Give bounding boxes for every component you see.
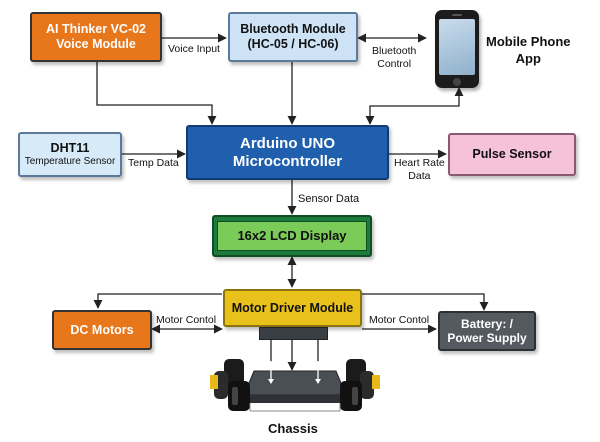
- bluetooth-control-label: Bluetooth Control: [372, 45, 417, 70]
- heart-rate-data-label: Heart Rate Data: [394, 157, 445, 182]
- wheel-right-front: [340, 381, 362, 411]
- voice-module-title: AI Thinker VC-02: [45, 22, 147, 36]
- bluetooth-module-block: Bluetooth Module (HC-05 / HC-06): [228, 12, 358, 62]
- arrow-voice-to-arduino: [96, 62, 217, 125]
- battery-block: Battery: / Power Supply: [438, 311, 536, 351]
- pulse-sensor-block: Pulse Sensor: [448, 133, 576, 176]
- mobile-phone-app-label: Mobile Phone App: [486, 34, 571, 66]
- sensor-data-label: Sensor Data: [298, 193, 360, 205]
- arduino-subtitle: Microcontroller: [232, 152, 343, 170]
- voice-module-subtitle: Voice Module: [56, 37, 136, 51]
- arrow-phone-arduino: [365, 87, 464, 125]
- battery-title: Battery: /: [460, 316, 513, 331]
- battery-subtitle: Power Supply: [447, 331, 527, 345]
- motor-driver-chip: [259, 327, 328, 340]
- arduino-title: Arduino UNO: [240, 134, 335, 152]
- pulse-sensor-title: Pulse Sensor: [472, 147, 552, 161]
- dc-motors-title: DC Motors: [70, 322, 134, 337]
- motor-control-left-label: Motor Contol: [156, 314, 217, 326]
- wheel-left-front: [228, 381, 250, 411]
- bracket-to-battery: [362, 293, 489, 311]
- mobile-phone-icon: [435, 10, 479, 88]
- dht11-block: DHT11 Temperature Sensor: [18, 132, 122, 177]
- bluetooth-module-title: Bluetooth Module: [240, 22, 346, 36]
- temp-data-label: Temp Data: [128, 157, 179, 169]
- dht11-subtitle: Temperature Sensor: [24, 156, 116, 167]
- lcd-screen: 16x2 LCD Display: [217, 221, 367, 251]
- bluetooth-module-subtitle: (HC-05 / HC-06): [247, 37, 339, 51]
- lcd-display-block: 16x2 LCD Display: [212, 215, 372, 257]
- chassis-illustration: [210, 359, 380, 412]
- dc-motors-block: DC Motors: [52, 310, 152, 350]
- arduino-uno-block: Arduino UNO Microcontroller: [186, 125, 389, 180]
- voice-module-block: AI Thinker VC-02 Voice Module: [30, 12, 162, 62]
- chassis-label: Chassis: [268, 421, 318, 436]
- voice-input-label: Voice Input: [168, 43, 220, 55]
- motor-driver-block: Motor Driver Module: [223, 289, 362, 327]
- bracket-to-dc-motors: [93, 293, 222, 309]
- motor-driver-title: Motor Driver Module: [231, 300, 354, 315]
- motor-control-right-label: Motor Contol: [369, 314, 430, 326]
- chassis-plate: [243, 370, 347, 396]
- dht11-title: DHT11: [50, 141, 90, 155]
